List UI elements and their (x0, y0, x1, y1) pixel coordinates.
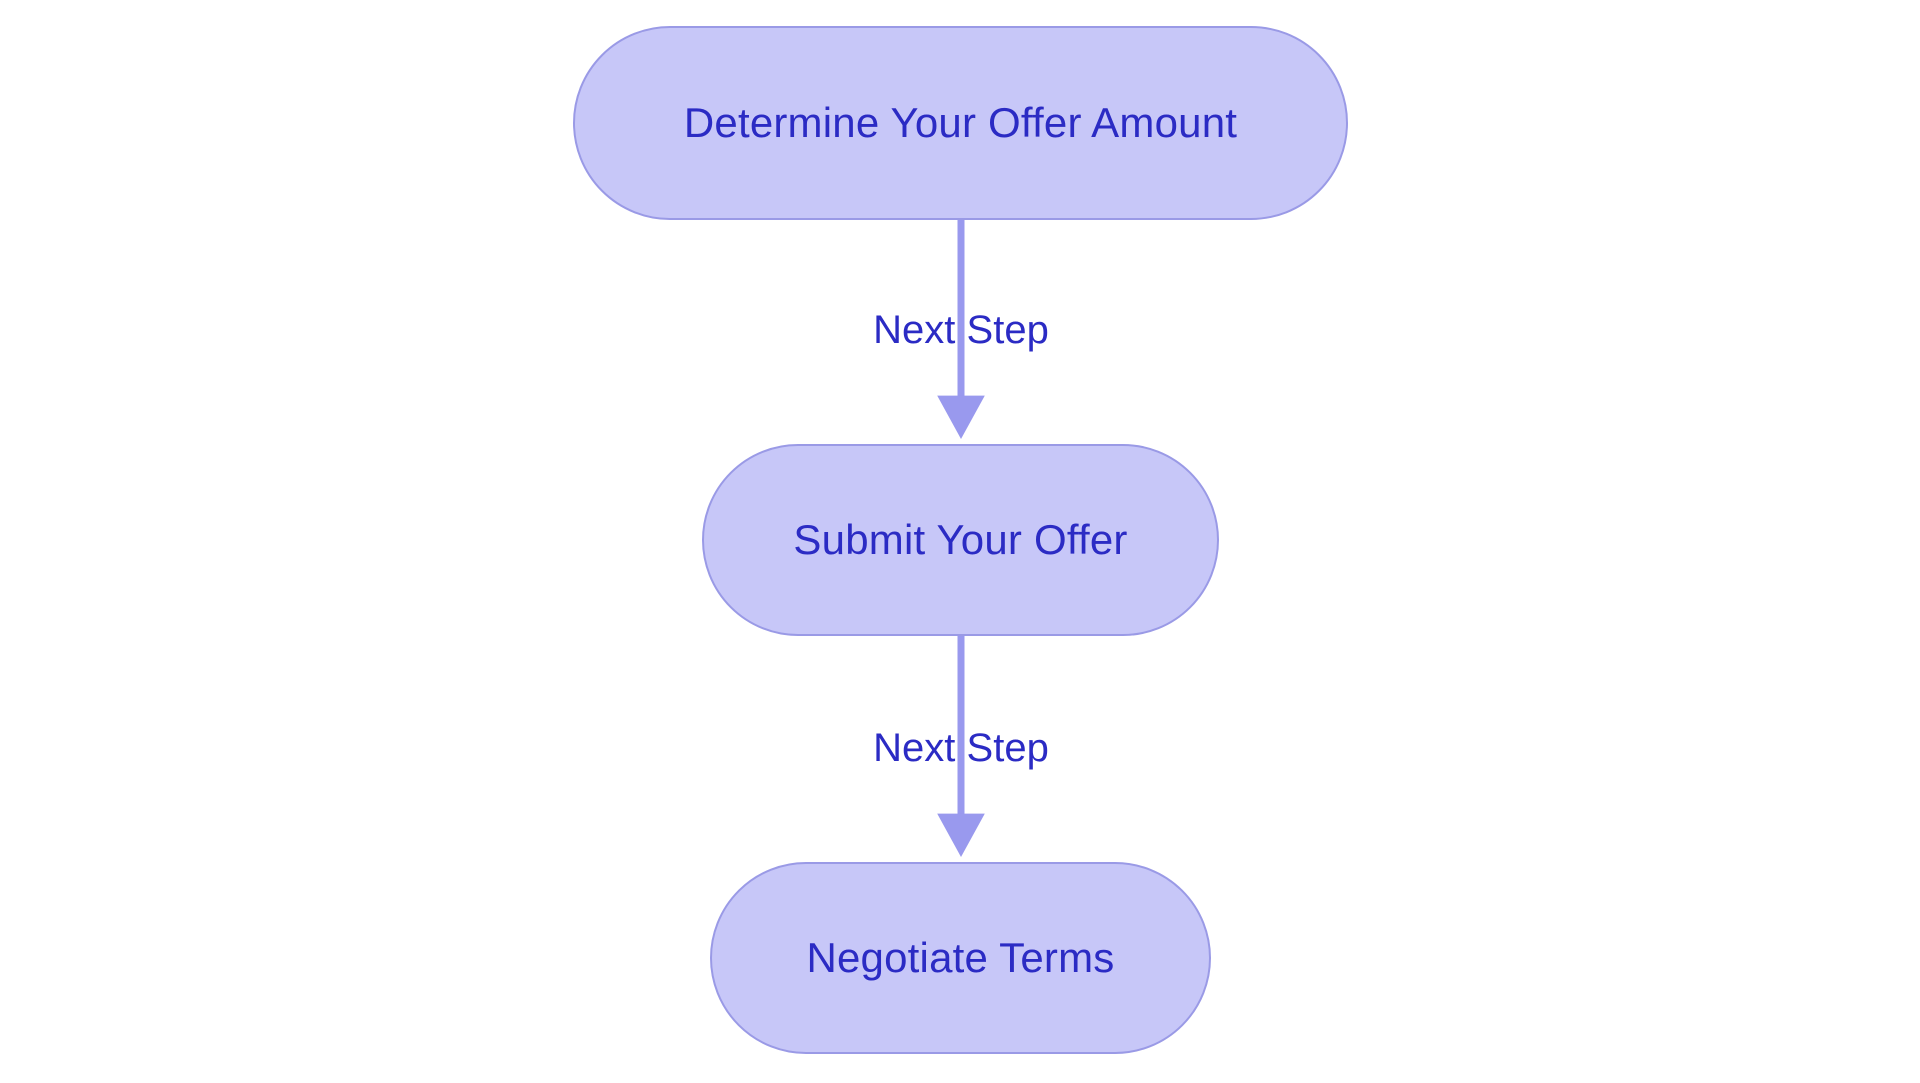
node-label: Submit Your Offer (793, 516, 1128, 563)
flowchart-node-negotiate-terms[interactable]: Negotiate Terms (710, 862, 1211, 1054)
flowchart-node-submit-your-offer[interactable]: Submit Your Offer (702, 444, 1219, 636)
edge-label-n2-n3: Next Step (873, 726, 1049, 770)
node-label: Negotiate Terms (806, 934, 1115, 981)
edge-label-n1-n2: Next Step (873, 308, 1049, 352)
flowchart-node-determine-your-offer-amount[interactable]: Determine Your Offer Amount (573, 26, 1348, 220)
node-label: Determine Your Offer Amount (683, 99, 1238, 146)
